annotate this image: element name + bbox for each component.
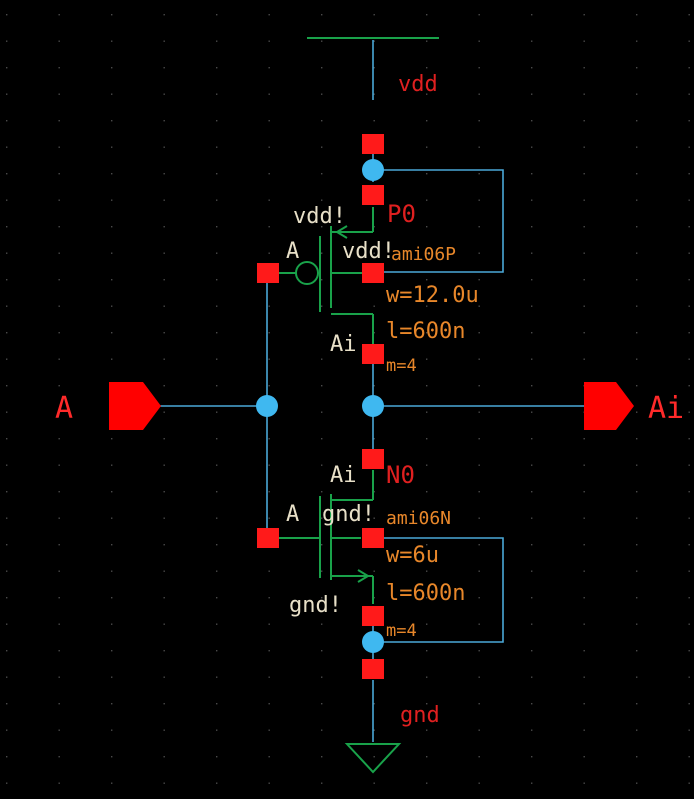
gnd-pin[interactable] xyxy=(362,659,384,679)
nmos-source-label: gnd! xyxy=(322,502,375,527)
nmos-model-label: ami06N xyxy=(386,508,451,529)
nmos-bulk-label: gnd! xyxy=(289,593,342,618)
pmos-bulk-tie[interactable] xyxy=(373,169,504,273)
input-port-icon[interactable] xyxy=(109,382,161,430)
nmos-drain-label: Ai xyxy=(330,463,357,488)
nmos-gate-label: A xyxy=(286,502,299,527)
nmos-width-label: w=6u xyxy=(386,543,439,568)
pmos-bulk-pin[interactable] xyxy=(362,263,384,283)
junctions xyxy=(256,159,384,653)
gnd-triangle-icon xyxy=(344,743,402,774)
nmos-gate-pin[interactable] xyxy=(257,528,279,548)
input-junction[interactable] xyxy=(256,395,278,417)
vdd-junction[interactable] xyxy=(362,159,384,181)
nmos-instance-label: N0 xyxy=(386,461,415,489)
pmos-gate-label: A xyxy=(286,239,299,264)
pmos-multiplier-label: m=4 xyxy=(386,356,417,376)
grid-dots xyxy=(6,14,690,784)
pins xyxy=(257,134,384,679)
vdd-pin[interactable] xyxy=(362,134,384,154)
pmos-instance-label: P0 xyxy=(387,200,416,228)
pmos-gate-pin[interactable] xyxy=(257,263,279,283)
pmos-drain-pin[interactable] xyxy=(362,344,384,364)
nmos-bulk-pin[interactable] xyxy=(362,528,384,548)
output-junction[interactable] xyxy=(362,395,384,417)
pmos-length-label: l=600n xyxy=(386,319,465,344)
nmos-source-pin[interactable] xyxy=(362,606,384,626)
output-port-label: Ai xyxy=(648,391,684,426)
pmos-drain-label: Ai xyxy=(330,332,357,357)
pmos-source-label: vdd! xyxy=(342,239,395,264)
gnd-label: gnd xyxy=(400,703,440,728)
nmos-multiplier-label: m=4 xyxy=(386,621,417,641)
pmos-width-label: w=12.0u xyxy=(386,283,479,308)
pmos-source-pin[interactable] xyxy=(362,185,384,205)
nmos-drain-pin[interactable] xyxy=(362,449,384,469)
input-port-label: A xyxy=(55,391,73,426)
pmos-model-label: ami06P xyxy=(391,244,456,265)
pmos-transistor-icon[interactable] xyxy=(279,207,374,344)
nmos-length-label: l=600n xyxy=(386,581,465,606)
vdd-label: vdd xyxy=(398,72,438,97)
output-port-icon[interactable] xyxy=(584,382,634,430)
nmos-transistor-icon[interactable] xyxy=(279,470,374,604)
gnd-junction[interactable] xyxy=(362,631,384,653)
nmos-bulk-tie[interactable] xyxy=(373,537,504,643)
pmos-bulk-label: vdd! xyxy=(293,204,346,229)
